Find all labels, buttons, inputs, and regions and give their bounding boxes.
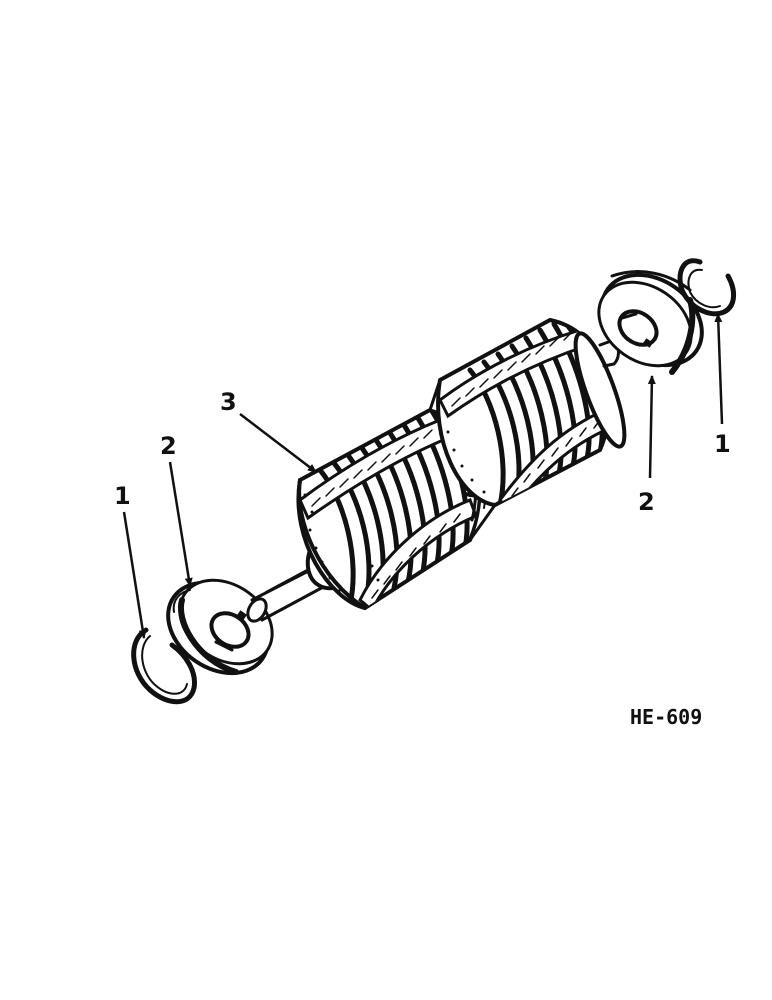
retainer-plate-left xyxy=(166,578,274,676)
retainer-plate-right xyxy=(597,270,704,375)
leader-line-retainer-right xyxy=(647,375,656,479)
snap-ring-right xyxy=(677,258,736,317)
callout-retainer-right: 2 xyxy=(638,488,655,516)
callout-rotor: 3 xyxy=(220,388,237,416)
callout-snap-ring-right: 1 xyxy=(714,430,731,458)
leader-line-snap-ring-right xyxy=(714,313,724,425)
leader-line-rotor xyxy=(239,413,317,473)
leader-line-retainer-left xyxy=(168,461,193,587)
callout-snap-ring-left: 1 xyxy=(114,482,131,510)
figure-reference: HE-609 xyxy=(630,705,702,729)
callout-retainer-left: 2 xyxy=(160,432,177,460)
leader-line-snap-ring-left xyxy=(122,511,147,639)
rotor-drum-right xyxy=(436,317,627,508)
rotor-assembly xyxy=(246,317,627,623)
leader-lines xyxy=(122,313,724,639)
snap-ring-left xyxy=(131,627,197,705)
